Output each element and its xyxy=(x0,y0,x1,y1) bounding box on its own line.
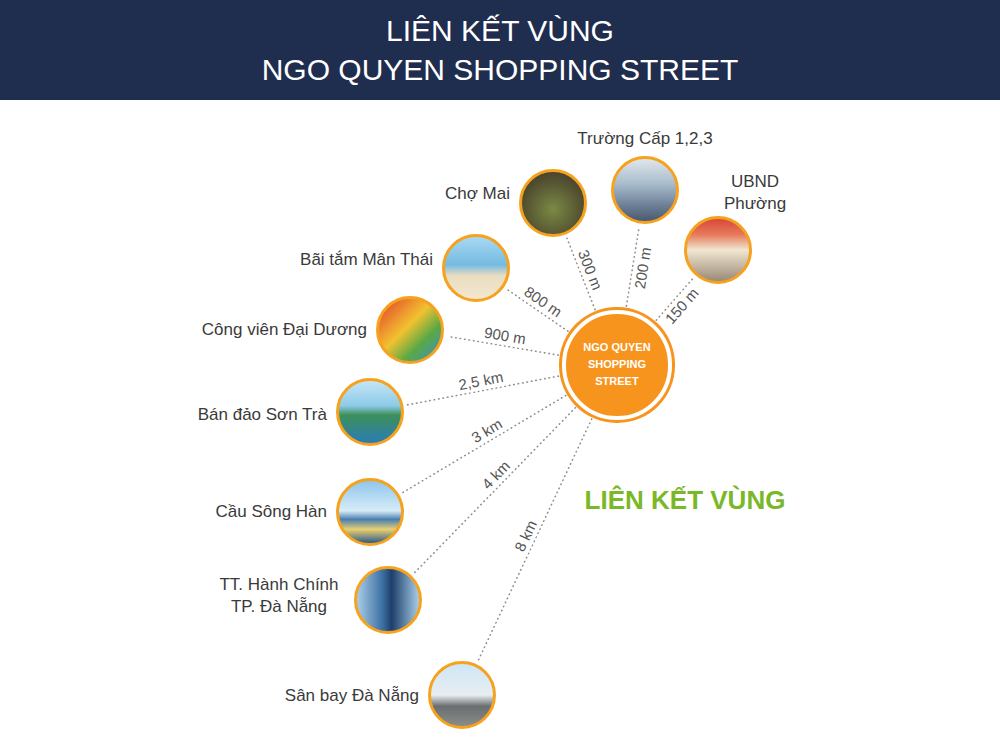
hub-circle: NGO QUYEN SHOPPING STREET xyxy=(562,310,671,419)
distance-label: 300 m xyxy=(574,246,608,295)
distance-label: 2,5 km xyxy=(455,367,507,394)
place-label: TT. Hành Chính TP. Đà Nẵng xyxy=(213,574,345,618)
place-circle: Cầu Sông Hàn xyxy=(336,478,404,546)
place-label: Cầu Sông Hàn xyxy=(215,501,327,523)
place-label: Chợ Mai xyxy=(445,183,510,205)
distance-label: 900 m xyxy=(480,323,528,348)
place-label: Công viên Đại Dương xyxy=(202,319,367,341)
place-label: Sân bay Đà Nẵng xyxy=(285,685,419,707)
place-circle: Trường Cấp 1,2,3 xyxy=(611,156,679,224)
page-subtitle: NGO QUYEN SHOPPING STREET xyxy=(0,52,1000,88)
place-circle: Sân bay Đà Nẵng xyxy=(428,661,496,729)
distance-label: 800 m xyxy=(519,282,567,323)
distance-label: 150 m xyxy=(660,283,704,329)
page-title: LIÊN KẾT VÙNG xyxy=(0,13,1000,49)
place-label: Bãi tắm Mân Thái xyxy=(300,249,433,271)
place-label: Bán đảo Sơn Trà xyxy=(198,404,327,426)
place-circle: UBND Phường xyxy=(684,216,752,284)
place-circle: Công viên Đại Dương xyxy=(376,296,444,364)
place-label: Trường Cấp 1,2,3 xyxy=(577,128,712,150)
region-tag: LIÊN KẾT VÙNG xyxy=(575,484,795,516)
dotted-connector xyxy=(478,419,592,661)
place-circle: TT. Hành Chính TP. Đà Nẵng xyxy=(354,566,422,634)
hub-label: NGO QUYEN SHOPPING STREET xyxy=(578,339,656,390)
distance-label: 3 km xyxy=(467,414,508,448)
place-circle: Chợ Mai xyxy=(519,169,587,237)
distance-label: 200 m xyxy=(630,244,655,292)
place-circle: Bán đảo Sơn Trà xyxy=(336,378,404,446)
dotted-connector xyxy=(415,408,576,573)
distance-label: 8 km xyxy=(510,515,542,556)
place-circle: Bãi tắm Mân Thái xyxy=(442,234,510,302)
place-label: UBND Phường xyxy=(713,171,797,215)
